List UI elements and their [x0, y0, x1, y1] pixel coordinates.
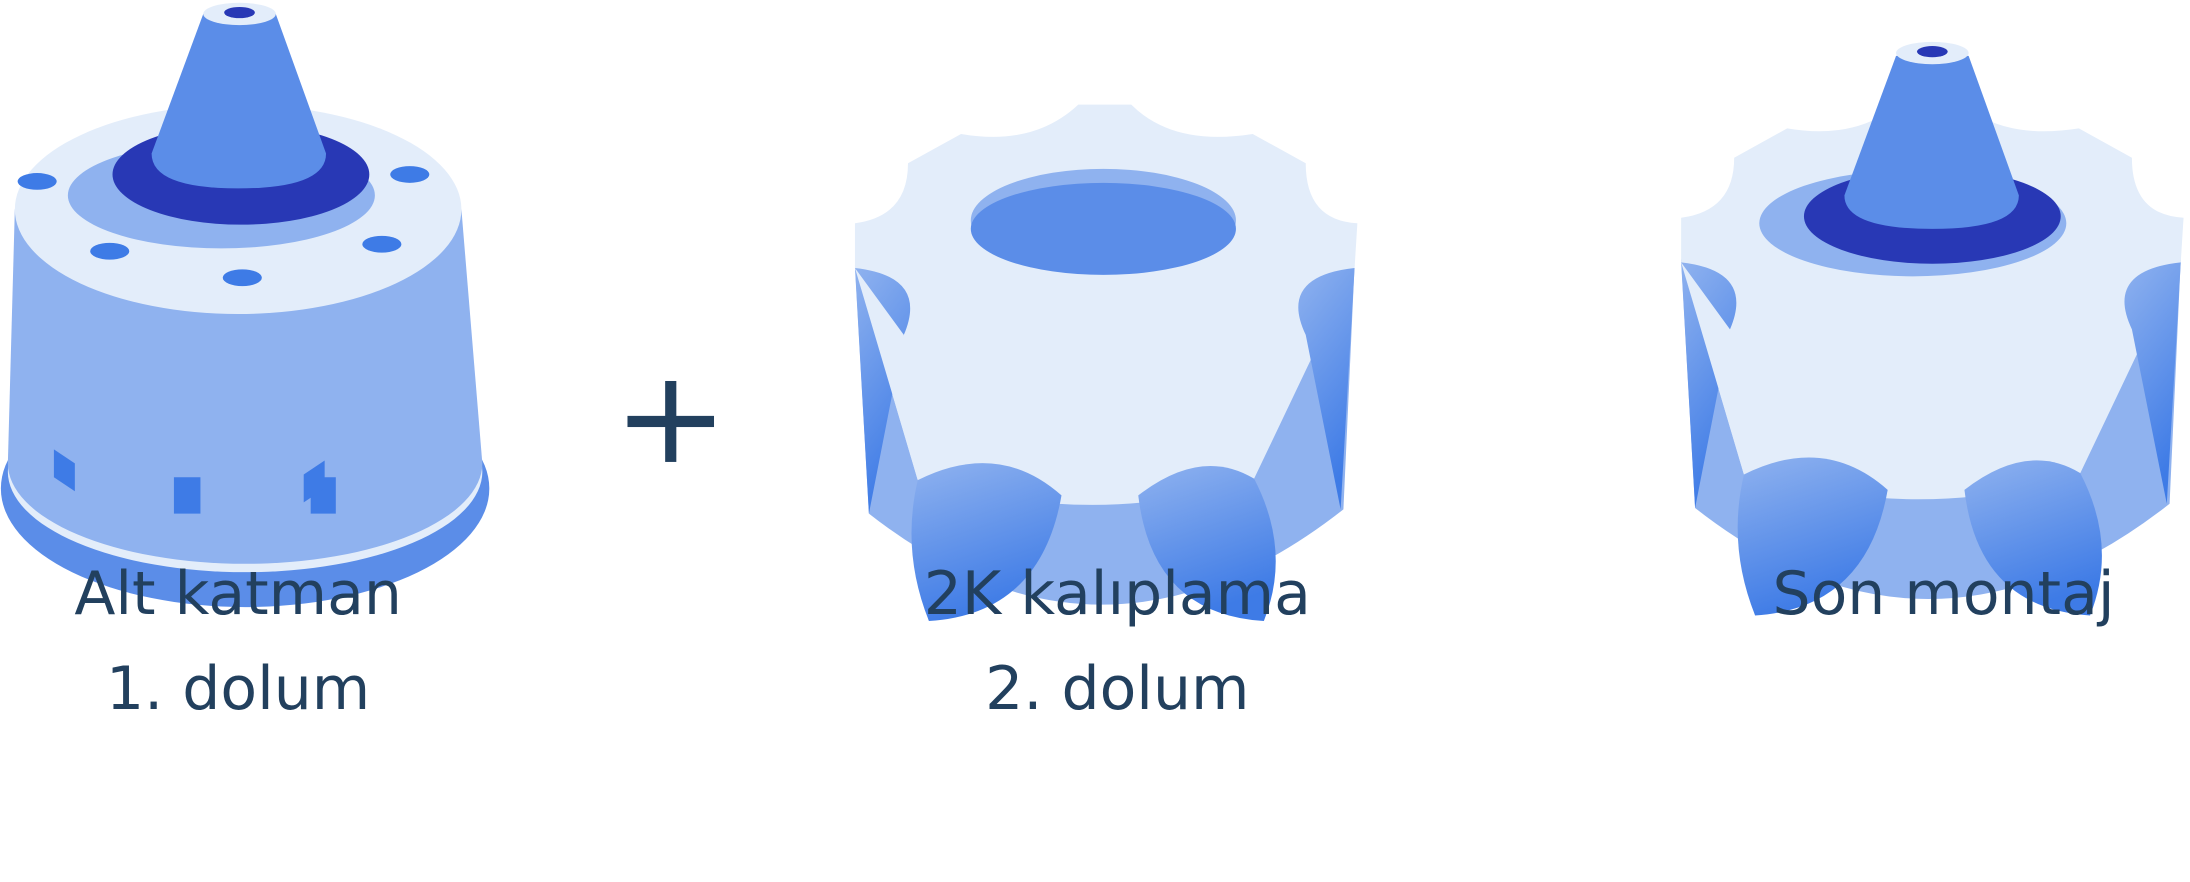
- step-3-title: Son montaj: [1772, 559, 2114, 629]
- base-layer-illustration: [0, 2, 490, 608]
- plus-icon: [627, 380, 715, 462]
- overmold-illustration: [854, 104, 1358, 622]
- step-2-title: 2K kalıplama: [924, 559, 1311, 629]
- step-1-title: Alt katman: [74, 559, 402, 629]
- step-1-subtitle: 1. dolum: [106, 654, 370, 724]
- step-2-subtitle: 2. dolum: [985, 654, 1249, 724]
- final-assembly-illustration: [1681, 41, 2184, 616]
